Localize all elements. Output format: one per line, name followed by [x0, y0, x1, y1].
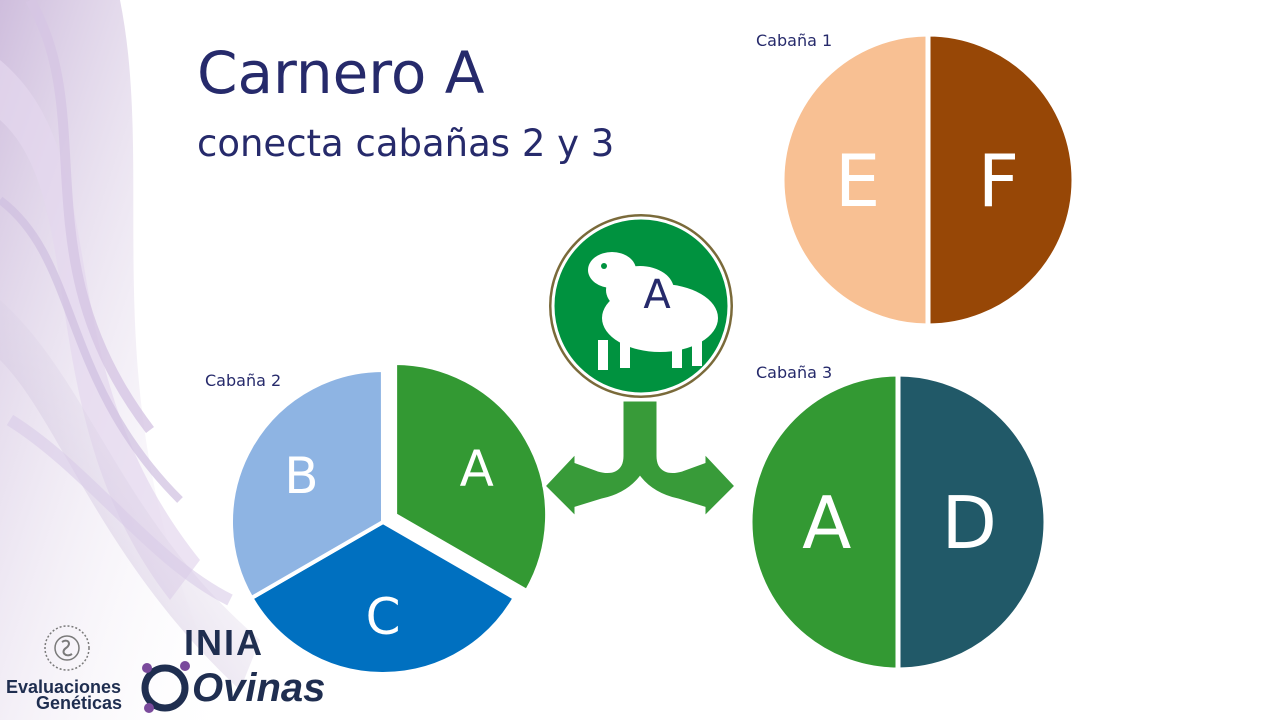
molecule-icon [141, 661, 190, 713]
evaluaciones-logo-line1: Evaluaciones [6, 677, 122, 697]
ovinas-logo: Ovinas [192, 666, 326, 710]
slide-subtitle: conecta cabañas 2 y 3 [197, 122, 615, 165]
flock-1-slice-label-f: F [978, 139, 1019, 223]
flock-1-slice-f [925, 31, 1077, 329]
flock-1-slice-e [779, 31, 931, 329]
flock-2-slice-a [393, 360, 550, 594]
evaluaciones-logo-line2: Genéticas [36, 693, 123, 713]
slide-title: Carnero A [197, 39, 485, 107]
flock-2-slice-label-c: C [366, 588, 401, 646]
flock-1-label: Cabaña 1 [756, 31, 833, 50]
ram-label: A [643, 272, 671, 318]
seal-icon [44, 625, 90, 671]
connection-arrows [541, 398, 739, 522]
flock-2-slice-b [229, 367, 386, 601]
flock-3-label: Cabaña 3 [756, 363, 833, 382]
sheep-icon [588, 252, 718, 370]
flock-3-slice-a [747, 371, 901, 673]
flock-1-slice-label-e: E [835, 139, 881, 223]
flock-2-label: Cabaña 2 [205, 371, 282, 390]
flock-2-slice-label-a: A [460, 440, 494, 498]
flock-2-slice-label-b: B [284, 447, 318, 505]
flock-3-slice-d [895, 371, 1049, 673]
inia-logo: INIA [184, 622, 264, 663]
flock-2-slice-c [248, 519, 518, 676]
flock-3-slice-label-a: A [802, 481, 851, 565]
flock-3-slice-label-d: D [941, 481, 996, 565]
